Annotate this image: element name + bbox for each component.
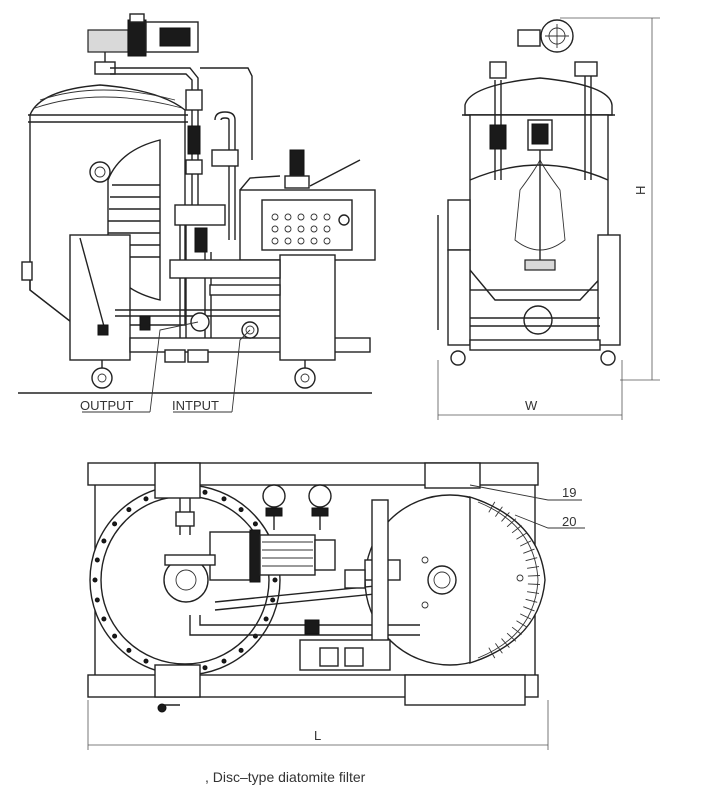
top-motor <box>87 13 199 75</box>
part-20-label: 20 <box>562 514 576 529</box>
sight-glass-icon <box>89 161 111 183</box>
disc-rib <box>523 548 535 554</box>
bolt-icon <box>270 597 276 603</box>
bolt-icon <box>101 538 107 544</box>
bolt-icon <box>221 658 227 664</box>
front-base <box>69 234 371 389</box>
bolt-icon <box>238 507 244 513</box>
disc-rib <box>501 512 510 522</box>
bolt-icon <box>94 597 100 603</box>
part-19-label: 19 <box>562 485 576 500</box>
front-piping <box>110 67 253 345</box>
bolt-icon <box>143 496 149 502</box>
bolt-icon <box>112 633 118 639</box>
disc-rib <box>527 566 540 569</box>
width-dimension-label: W <box>525 398 538 413</box>
output-valve-icon <box>190 312 210 332</box>
wheel-icon <box>294 367 316 389</box>
gauge-icon <box>308 484 332 508</box>
disc-rib <box>516 532 527 540</box>
side-view: W H <box>437 17 660 420</box>
front-view: OUTPUT INTPUT <box>18 13 376 413</box>
disc-rib <box>520 540 532 547</box>
disc-rib <box>488 501 496 513</box>
disc-rib <box>506 632 517 642</box>
disc-rib <box>516 620 527 628</box>
disc-rib <box>511 525 522 534</box>
disc-rib <box>495 506 503 517</box>
bolt-icon <box>92 577 98 583</box>
bolt-icon <box>202 489 208 495</box>
disc-rib <box>525 598 538 603</box>
side-pump-icon <box>523 305 553 335</box>
bolt-icon <box>112 521 118 527</box>
gauge-icon <box>262 484 286 508</box>
height-dimension-label: H <box>633 186 648 195</box>
disc-rib <box>495 643 503 654</box>
bolt-icon <box>238 647 244 653</box>
disc-rib <box>523 606 535 612</box>
bolt-icon <box>94 557 100 563</box>
bolt-icon <box>252 521 258 527</box>
disc-ribs <box>488 501 540 659</box>
bolt-icon <box>101 616 107 622</box>
bolt-icon <box>143 658 149 664</box>
disc-rib <box>527 575 540 577</box>
wheel-icon <box>91 367 113 389</box>
control-box <box>239 149 376 261</box>
disc-rib <box>488 647 496 659</box>
top-view: 19 20 L <box>87 462 585 750</box>
disc-rib <box>506 518 517 528</box>
output-label: OUTPUT <box>80 398 134 413</box>
disc-rib <box>520 613 532 620</box>
figure-caption: , Disc–type diatomite filter <box>205 769 366 785</box>
bolt-icon <box>221 496 227 502</box>
disc-rib <box>525 557 538 562</box>
disc-rib <box>527 591 540 594</box>
bolt-icon <box>126 647 132 653</box>
bolt-icon <box>126 507 132 513</box>
bolt-icon <box>202 665 208 671</box>
disc-rib <box>501 638 510 648</box>
bolt-icon <box>263 616 269 622</box>
bolt-icon <box>272 577 278 583</box>
input-label: INTPUT <box>172 398 219 413</box>
disc-rib <box>511 626 522 635</box>
length-dimension-label: L <box>314 728 321 743</box>
disc-rib <box>527 583 540 585</box>
